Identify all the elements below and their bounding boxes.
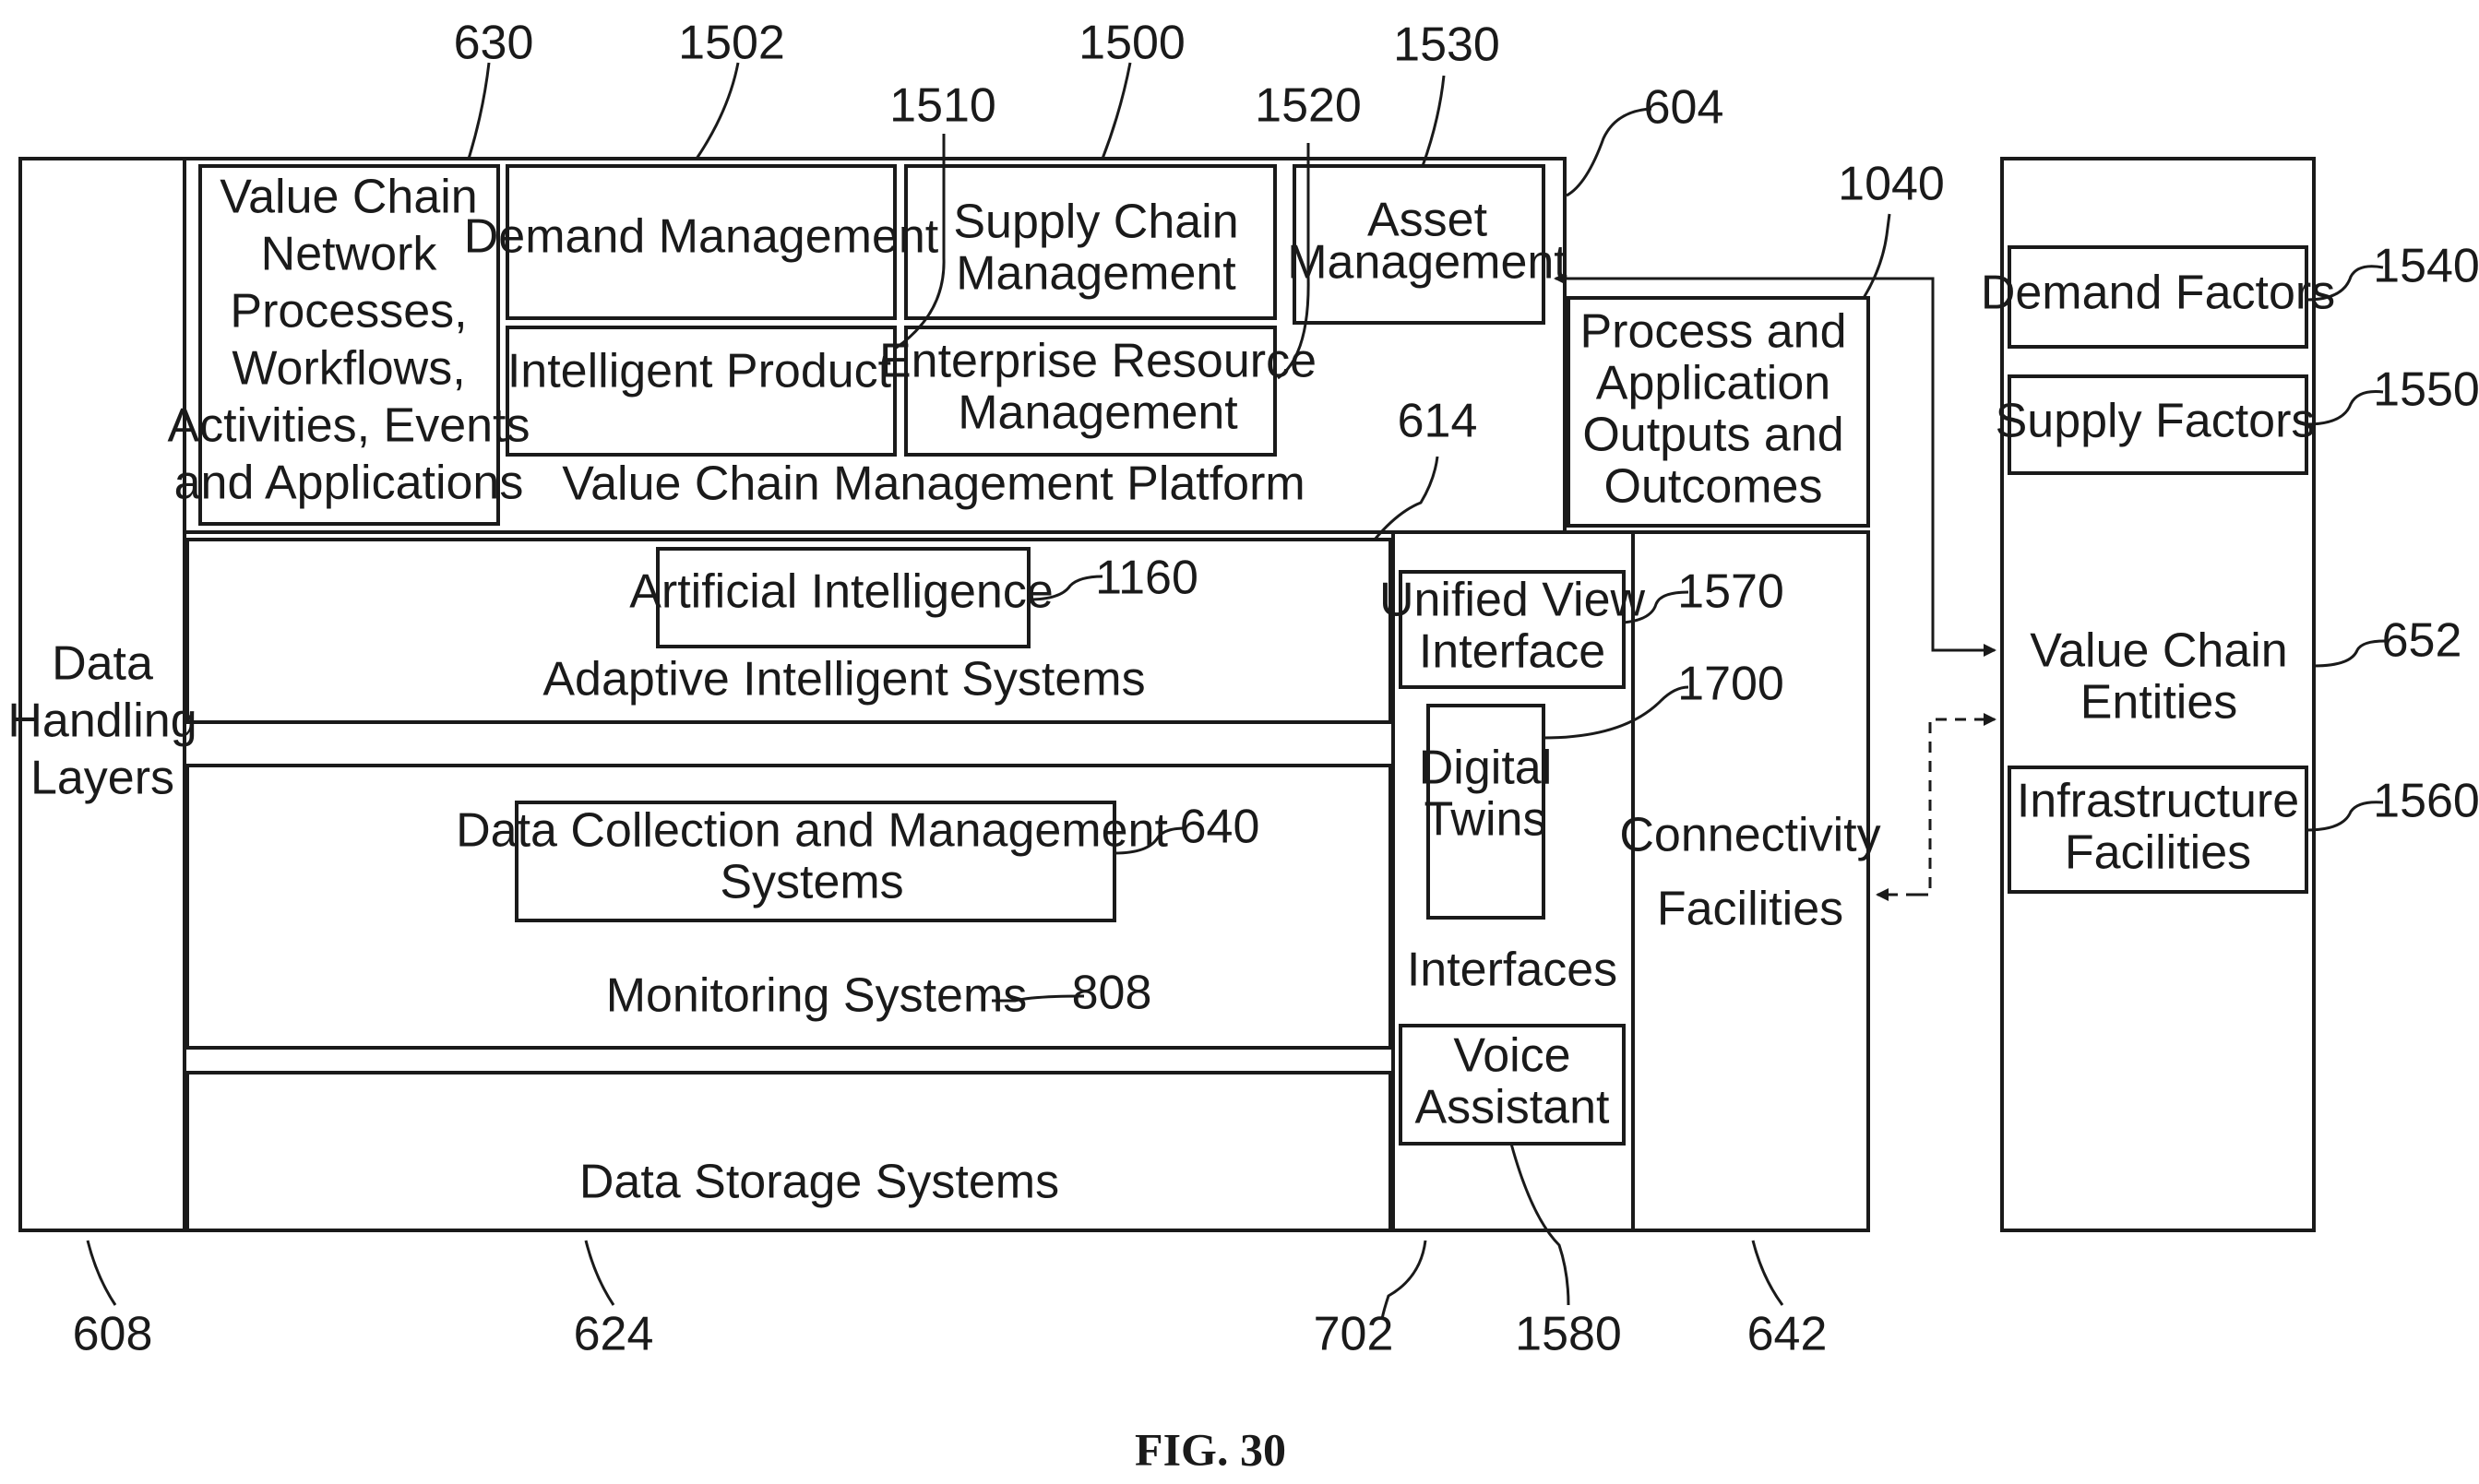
leader-1580	[1511, 1144, 1568, 1305]
voice-assistant-label: VoiceAssistant	[1415, 1029, 1611, 1134]
ref-1550: 1550	[2373, 363, 2479, 417]
ref-1520: 1520	[1255, 79, 1362, 133]
leader-608	[88, 1241, 115, 1305]
demand-factors-label: Demand Factors	[1981, 267, 2335, 320]
ref-642: 642	[1747, 1308, 1828, 1361]
leader-1550	[2306, 392, 2383, 424]
infrastructure-facilities-label: InfrastructureFacilities	[2017, 775, 2299, 880]
ref-702: 702	[1314, 1308, 1394, 1361]
data-storage-systems-label: Data Storage Systems	[579, 1156, 1059, 1209]
ref-1510: 1510	[889, 79, 996, 133]
leader-1500	[1102, 63, 1130, 159]
ref-1160: 1160	[1095, 552, 1198, 605]
supply-chain-management-label: Supply ChainManagement	[953, 196, 1238, 301]
ref-640: 640	[1180, 801, 1260, 854]
leader-614	[1375, 457, 1437, 540]
leader-1530	[1423, 76, 1444, 166]
adaptive-intelligent-systems-label: Adaptive Intelligent Systems	[542, 653, 1145, 706]
asset-management-label: AssetManagement	[1287, 194, 1567, 290]
ref-1530: 1530	[1393, 18, 1500, 72]
ref-1502: 1502	[678, 17, 785, 70]
leader-604	[1567, 109, 1651, 196]
leader-652	[2314, 641, 2385, 666]
ref-1560: 1560	[2373, 775, 2479, 828]
ref-1500: 1500	[1079, 17, 1186, 70]
unified-view-interface-label: Unified ViewInterface	[1379, 574, 1646, 679]
artificial-intelligence-label: Artificial Intelligence	[629, 565, 1054, 619]
ref-1580: 1580	[1515, 1308, 1622, 1361]
connectivity-facilities-box	[1633, 532, 1868, 1230]
ref-1700: 1700	[1677, 658, 1784, 711]
enterprise-resource-management-label: Enterprise ResourceManagement	[879, 335, 1317, 440]
intelligent-product-label: Intelligent Product	[507, 345, 892, 398]
leader-1700	[1543, 687, 1688, 738]
process-and-application-outputs-label: Process andApplicationOutputs andOutcome…	[1579, 305, 1846, 514]
ref-604: 604	[1644, 81, 1724, 135]
data-collection-and-management-label: Data Collection and ManagementSystems	[456, 804, 1168, 909]
demand-management-label: Demand Management	[464, 210, 939, 264]
leader-1560	[2306, 802, 2383, 830]
interfaces-label: Interfaces	[1407, 944, 1617, 997]
ref-808: 808	[1072, 967, 1152, 1020]
data-handling-layers-label: DataHandlingLayers	[7, 637, 197, 805]
ref-624: 624	[574, 1308, 654, 1361]
ref-1570: 1570	[1677, 565, 1784, 619]
leader-642	[1753, 1241, 1782, 1305]
monitoring-systems-label: Monitoring Systems	[606, 969, 1028, 1023]
ref-1540: 1540	[2373, 240, 2479, 293]
leader-624	[586, 1241, 614, 1305]
figure-label: FIG. 30	[1135, 1423, 1286, 1475]
leader-1040	[1864, 214, 1889, 298]
leader-1502	[697, 63, 738, 159]
connectivity-to-entities-arrow	[1917, 719, 1995, 895]
ref-614: 614	[1398, 395, 1478, 448]
value-chain-entities-label: Value ChainEntities	[2030, 624, 2287, 730]
ref-1040: 1040	[1838, 158, 1945, 211]
leader-630	[469, 63, 489, 159]
value-chain-management-platform-label: Value Chain Management Platform	[562, 457, 1305, 511]
ref-630: 630	[454, 17, 534, 70]
ref-608: 608	[73, 1308, 153, 1361]
connectivity-facilities-label: ConnectivityFacilities	[1619, 809, 1880, 936]
supply-factors-label: Supply Factors	[1996, 395, 2316, 448]
digital-twins-label: DigitalTwins	[1419, 742, 1553, 847]
ref-652: 652	[2382, 614, 2462, 668]
